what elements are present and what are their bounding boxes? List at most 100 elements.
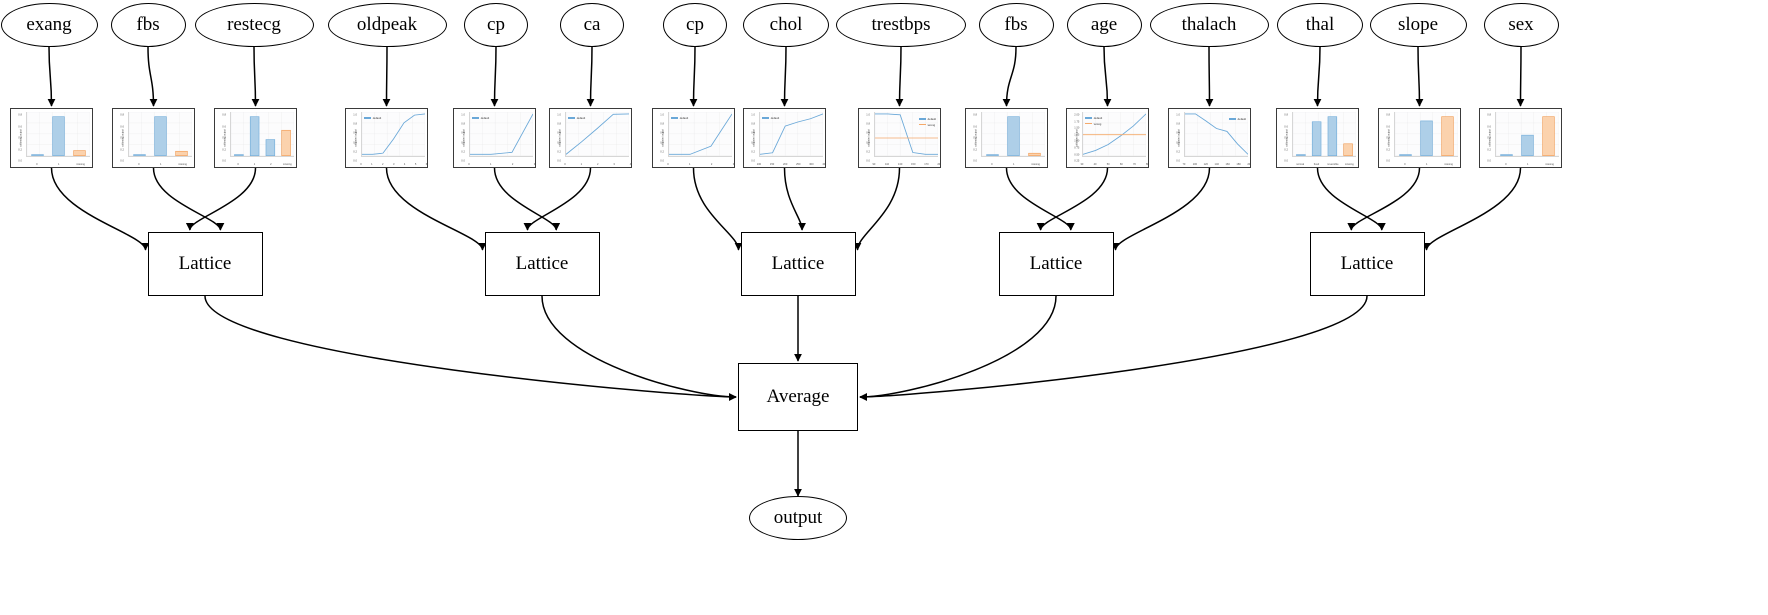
calibrator-ytick: 0.8 [557, 122, 561, 126]
calibrator-ytick: 0.4 [1284, 136, 1288, 140]
calibrator-ytick: 0.4 [222, 136, 226, 140]
calibrator-xtick: fixed [1313, 163, 1320, 166]
calibrator-ytick: 0.6 [222, 125, 226, 129]
feature-node-exang[interactable]: exang [0, 3, 98, 47]
calibrator-ytick: 0.8 [18, 113, 22, 117]
calibrator-xtick: 1 [580, 163, 583, 166]
feature-node-slope[interactable]: slope [1369, 3, 1467, 47]
calibrator-ytick: 0.8 [353, 122, 357, 126]
calibrator-plot-area [667, 112, 732, 158]
feature-label: fbs [136, 14, 160, 35]
calibrator-legend: default [671, 116, 688, 120]
feature-label: ca [583, 14, 601, 35]
average-label: Average [766, 386, 830, 407]
legend-swatch-default [671, 117, 679, 119]
lattice-label: Lattice [1340, 253, 1394, 274]
calibrator-ytick: 0.8 [1176, 122, 1180, 126]
legend-swatch-wrong [919, 123, 927, 126]
calibrator-xtick: 50 [1106, 163, 1110, 166]
calibrator-xtick: 3 [613, 163, 615, 166]
feature-label: trestbps [871, 14, 931, 35]
feature-node-sex[interactable]: sex [1483, 3, 1559, 47]
calibrator-xtick: 150 [911, 163, 916, 166]
calibrator-xtick: 200 [937, 163, 941, 166]
calibrator-ytick: 0.6 [751, 131, 755, 135]
calibrator-ytick: 0.4 [120, 136, 124, 140]
calibrator-ytick: 0.8 [973, 113, 977, 117]
calibrator-xtick: 6 [425, 163, 428, 166]
calibrator-xtick: 300 [809, 163, 814, 166]
calibrator-ytick: 0.4 [973, 136, 977, 140]
calibrator-plot-area [980, 112, 1045, 158]
output-node[interactable]: output [749, 496, 847, 540]
calibrator-legend: default [472, 116, 489, 120]
feature-label: cp [487, 14, 505, 35]
calibrator-ytick: 0.0 [1487, 159, 1491, 163]
lattice-node-3[interactable]: Lattice [998, 232, 1114, 296]
calibrator-xtick: 130 [897, 163, 903, 166]
lattice-node-2[interactable]: Lattice [740, 232, 856, 296]
calibrator-ytick: 0.25 [1074, 159, 1080, 163]
calibrator-xtick: 150 [769, 163, 775, 166]
calibrator-ytick: 1.0 [660, 113, 664, 117]
calibrator-legend: default [364, 116, 381, 120]
calibrator-xtick: missing [282, 163, 292, 166]
feature-node-cp[interactable]: cp [663, 3, 727, 47]
calibrator-xtick: 70 [1132, 163, 1136, 166]
calibrator-plot-area [1291, 112, 1356, 158]
feature-node-fbs[interactable]: fbs [110, 3, 186, 47]
calibrator-ytick: 0.0 [353, 159, 357, 163]
feature-node-oldpeak[interactable]: oldpeak [327, 3, 447, 47]
lattice-node-4[interactable]: Lattice [1309, 232, 1425, 296]
legend-label: default [372, 116, 382, 120]
calibrator-ytick: 1.0 [751, 113, 755, 117]
average-node[interactable]: Average [738, 363, 858, 431]
feature-node-trestbps[interactable]: trestbps [836, 3, 966, 47]
feature-node-thalach[interactable]: thalach [1149, 3, 1269, 47]
calibrator-xtick: 1 [371, 163, 373, 166]
calibrator-xtick: missing [76, 163, 85, 166]
feature-node-age[interactable]: age [1066, 3, 1142, 47]
legend-label: default [1237, 117, 1246, 121]
feature-node-restecg[interactable]: restecg [194, 3, 314, 47]
calibrator-xtick: reversible [1327, 163, 1339, 166]
calibrator-xtick: 1 [1425, 163, 1428, 166]
calibrator-xtick: 4 [403, 163, 406, 166]
calibrator-xtick: 2 [270, 163, 272, 166]
feature-node-ca[interactable]: ca [560, 3, 624, 47]
calibrator-xtick: 3 [533, 163, 536, 166]
calibrator-xtick: 2 [596, 163, 599, 166]
calibrator-xtick: 1 [159, 163, 162, 166]
feature-node-chol[interactable]: chol [743, 3, 829, 47]
calibrator-ytick: 0.2 [660, 150, 664, 154]
feature-node-thal[interactable]: thal [1277, 3, 1363, 47]
calibrator-ytick: 0.4 [660, 141, 664, 145]
legend-label: default [770, 116, 780, 120]
feature-label: oldpeak [356, 14, 418, 35]
calibrator-ylabel: calibrated output [1075, 129, 1079, 147]
lattice-node-1[interactable]: Lattice [484, 232, 600, 296]
calibrator-xtick: 1 [1526, 163, 1529, 166]
calibrator-ytick: 1.0 [866, 113, 870, 117]
calibrator-xtick: 30 [1080, 163, 1084, 166]
legend-label: default [576, 116, 586, 120]
lattice-node-0[interactable]: Lattice [147, 232, 263, 296]
calibrator-ytick: 0.2 [751, 150, 755, 154]
calibrator-ytick: 0.0 [866, 159, 870, 163]
calibrator-ytick: 0.6 [461, 131, 465, 135]
calibrator-ytick: 1.75 [1074, 120, 1080, 124]
calibrator-ytick: 0.8 [866, 122, 870, 126]
calibrator-ytick: 0.4 [18, 136, 22, 140]
calibrator-ytick: 0.2 [1386, 148, 1390, 152]
feature-node-cp[interactable]: cp [464, 3, 528, 47]
feature-node-fbs[interactable]: fbs [978, 3, 1054, 47]
calibrator-ytick: 0.6 [353, 131, 357, 135]
calibrator-ytick: 1.0 [1176, 113, 1180, 117]
calibrator-ytick: 0.8 [1386, 113, 1390, 117]
calibrator-ytick: 0.6 [660, 131, 664, 135]
calibrator-xtick: 1 [57, 163, 60, 166]
calibrator-ytick: 0.2 [18, 148, 22, 152]
